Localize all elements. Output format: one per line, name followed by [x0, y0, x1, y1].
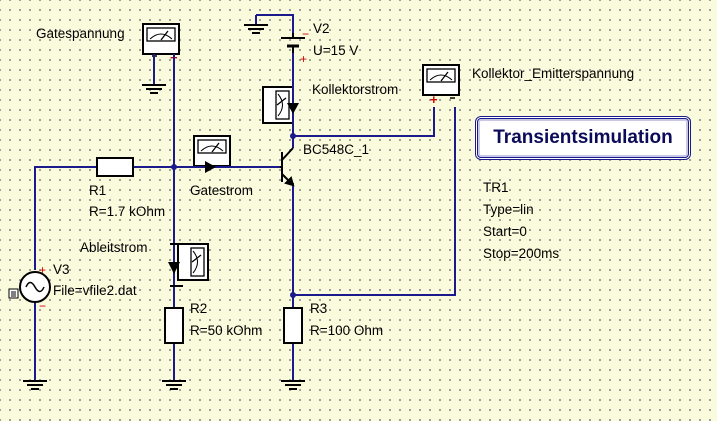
resistor-r1-symbol [96, 157, 134, 177]
svg-text:−: − [39, 299, 46, 313]
source-v3-name[interactable]: V3 [53, 262, 70, 277]
svg-text:+: + [39, 263, 46, 277]
svg-text:+: + [300, 52, 307, 66]
resistor-r1-name[interactable]: R1 [89, 183, 107, 198]
transient-simulation-block[interactable]: Transientsimulation [475, 116, 691, 160]
gate-voltage-probe-label[interactable]: Gatespannung [36, 26, 125, 41]
gate-current-probe-symbol [192, 135, 232, 173]
resistor-r2-value[interactable]: R=50 kOhm [190, 323, 263, 338]
source-v2-name[interactable]: V2 [313, 21, 330, 36]
npn-transistor-symbol [280, 147, 295, 187]
simulation-name[interactable]: TR1 [483, 180, 509, 195]
leakage-current-probe-label[interactable]: Ableitstrom [80, 240, 148, 255]
leakage-current-probe-symbol [168, 242, 209, 288]
dc-source-v2-symbol: + − [281, 27, 309, 66]
svg-text:+: + [430, 92, 438, 107]
collector-current-probe-symbol [262, 85, 299, 128]
simulation-type[interactable]: Type=lin [483, 202, 534, 217]
simulation-start[interactable]: Start=0 [483, 224, 527, 239]
collector-current-probe-label[interactable]: Kollektorstrom [312, 82, 399, 97]
gate-current-probe-label[interactable]: Gatestrom [190, 183, 254, 198]
svg-text:−: − [302, 27, 309, 41]
ce-voltage-probe-symbol: + [422, 64, 460, 107]
source-v2-value[interactable]: U=15 V [313, 43, 359, 58]
resistor-r3-value[interactable]: R=100 Ohm [310, 323, 384, 338]
ground-symbol [141, 84, 167, 94]
resistor-r2-name[interactable]: R2 [190, 301, 208, 316]
resistor-r3-name[interactable]: R3 [310, 301, 328, 316]
transistor-label[interactable]: BC548C_1 [303, 142, 370, 157]
ac-source-v3-symbol: + − [8, 263, 51, 313]
resistor-r2-symbol [164, 307, 184, 344]
simulation-title: Transientsimulation [493, 127, 673, 148]
resistor-r3-symbol [283, 307, 303, 344]
gate-voltage-probe-symbol: + [142, 23, 180, 68]
resistor-r1-value[interactable]: R=1.7 kOhm [89, 204, 166, 219]
source-v3-value[interactable]: File=vfile2.dat [53, 283, 137, 298]
ce-voltage-probe-label[interactable]: Kollektor_Emitterspannung [472, 66, 635, 81]
simulation-stop[interactable]: Stop=200ms [483, 246, 560, 261]
